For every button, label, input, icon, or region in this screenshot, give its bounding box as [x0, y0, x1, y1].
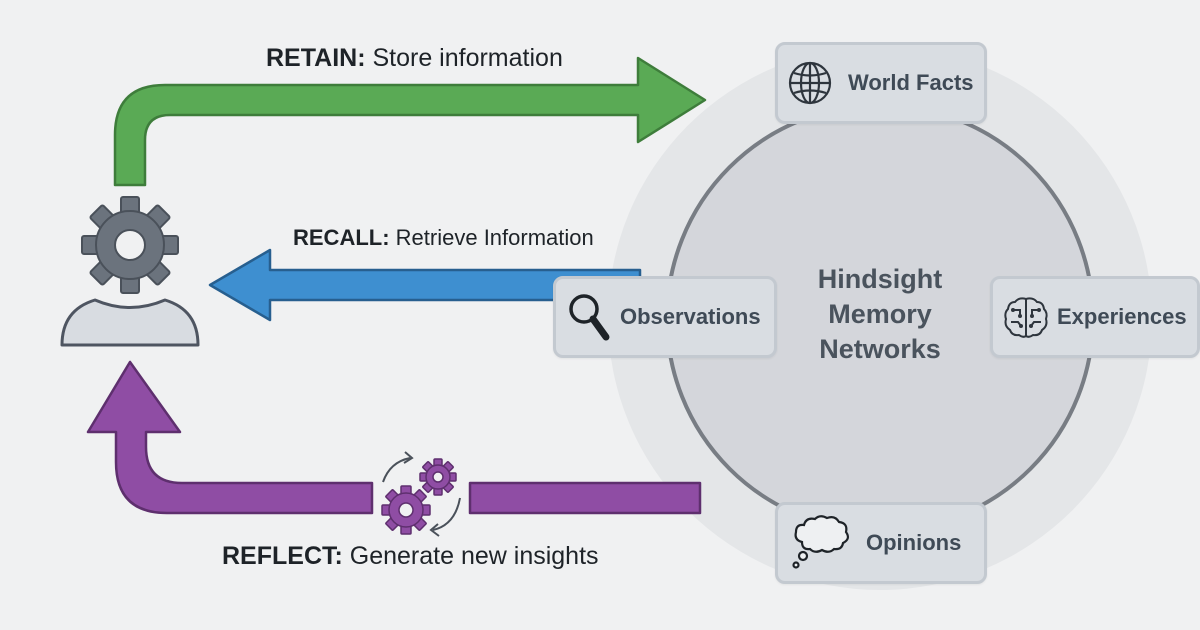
reflect-arrow — [86, 360, 374, 515]
experiences-label: Experiences — [1057, 304, 1187, 329]
recall-label: RECALL: Retrieve Information — [293, 225, 594, 251]
opinions-label: Opinions — [866, 530, 962, 555]
globe-icon — [788, 61, 832, 105]
center-title: Hindsight Memory Networks — [760, 262, 1000, 367]
node-opinions: Opinions — [775, 502, 987, 584]
reflect-keyword: REFLECT: — [222, 542, 343, 570]
recall-text: Retrieve Information — [389, 225, 594, 250]
node-observations: Observations — [553, 276, 777, 358]
reflect-arrow-tail — [468, 481, 702, 515]
agent-gear-user-icon — [60, 196, 200, 347]
retain-label: RETAIN: Store information — [266, 44, 563, 73]
reflect-label: REFLECT: Generate new insights — [222, 542, 599, 571]
thought-bubble-icon — [792, 515, 850, 569]
center-title-line-3: Networks — [819, 334, 941, 364]
recall-keyword: RECALL: — [293, 225, 390, 250]
retain-text: Store information — [365, 44, 563, 72]
node-experiences: Experiences — [990, 276, 1200, 358]
observations-label: Observations — [620, 304, 761, 329]
reflect-text: Generate new insights — [342, 542, 599, 570]
center-title-line-2: Memory — [828, 299, 932, 329]
retain-arrow — [113, 56, 707, 187]
magnifier-icon — [569, 294, 610, 341]
gears-cycle-icon — [381, 451, 461, 537]
brain-circuit-icon — [1004, 297, 1048, 338]
node-world-facts: World Facts — [775, 42, 987, 124]
world-facts-label: World Facts — [848, 70, 974, 95]
retain-keyword: RETAIN: — [266, 44, 366, 72]
center-title-line-1: Hindsight — [817, 264, 943, 294]
